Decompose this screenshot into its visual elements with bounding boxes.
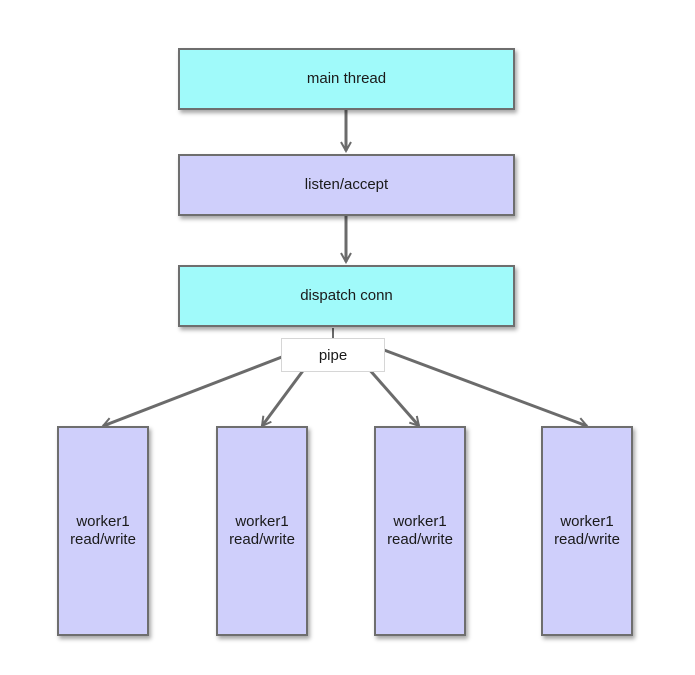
listen-accept-node: listen/accept bbox=[178, 154, 515, 216]
worker-4-name: worker1 bbox=[560, 513, 614, 530]
worker-node-1: worker1 read/write bbox=[57, 426, 149, 636]
edge-dispatch-to-worker-1 bbox=[103, 348, 301, 426]
main-thread-label: main thread bbox=[306, 70, 387, 87]
pipe-label-box: pipe bbox=[281, 338, 385, 372]
worker-1-name: worker1 bbox=[76, 513, 130, 530]
worker-4-role: read/write bbox=[554, 531, 620, 548]
edge-dispatch-to-worker-3 bbox=[366, 367, 419, 426]
worker-3-role: read/write bbox=[387, 531, 453, 548]
worker-1-role: read/write bbox=[70, 531, 136, 548]
pipe-label: pipe bbox=[318, 346, 348, 364]
worker-node-2: worker1 read/write bbox=[216, 426, 308, 636]
worker-node-3: worker1 read/write bbox=[374, 426, 466, 636]
worker-3-name: worker1 bbox=[393, 513, 447, 530]
dispatch-conn-node: dispatch conn bbox=[178, 265, 515, 327]
worker-node-4: worker1 read/write bbox=[541, 426, 633, 636]
worker-2-name: worker1 bbox=[235, 513, 289, 530]
main-thread-node: main thread bbox=[178, 48, 515, 110]
listen-accept-label: listen/accept bbox=[304, 176, 389, 193]
edge-dispatch-to-worker-2 bbox=[262, 367, 307, 426]
dispatch-conn-label: dispatch conn bbox=[300, 287, 393, 304]
worker-2-role: read/write bbox=[229, 531, 295, 548]
edge-dispatch-to-worker-4 bbox=[383, 348, 587, 426]
